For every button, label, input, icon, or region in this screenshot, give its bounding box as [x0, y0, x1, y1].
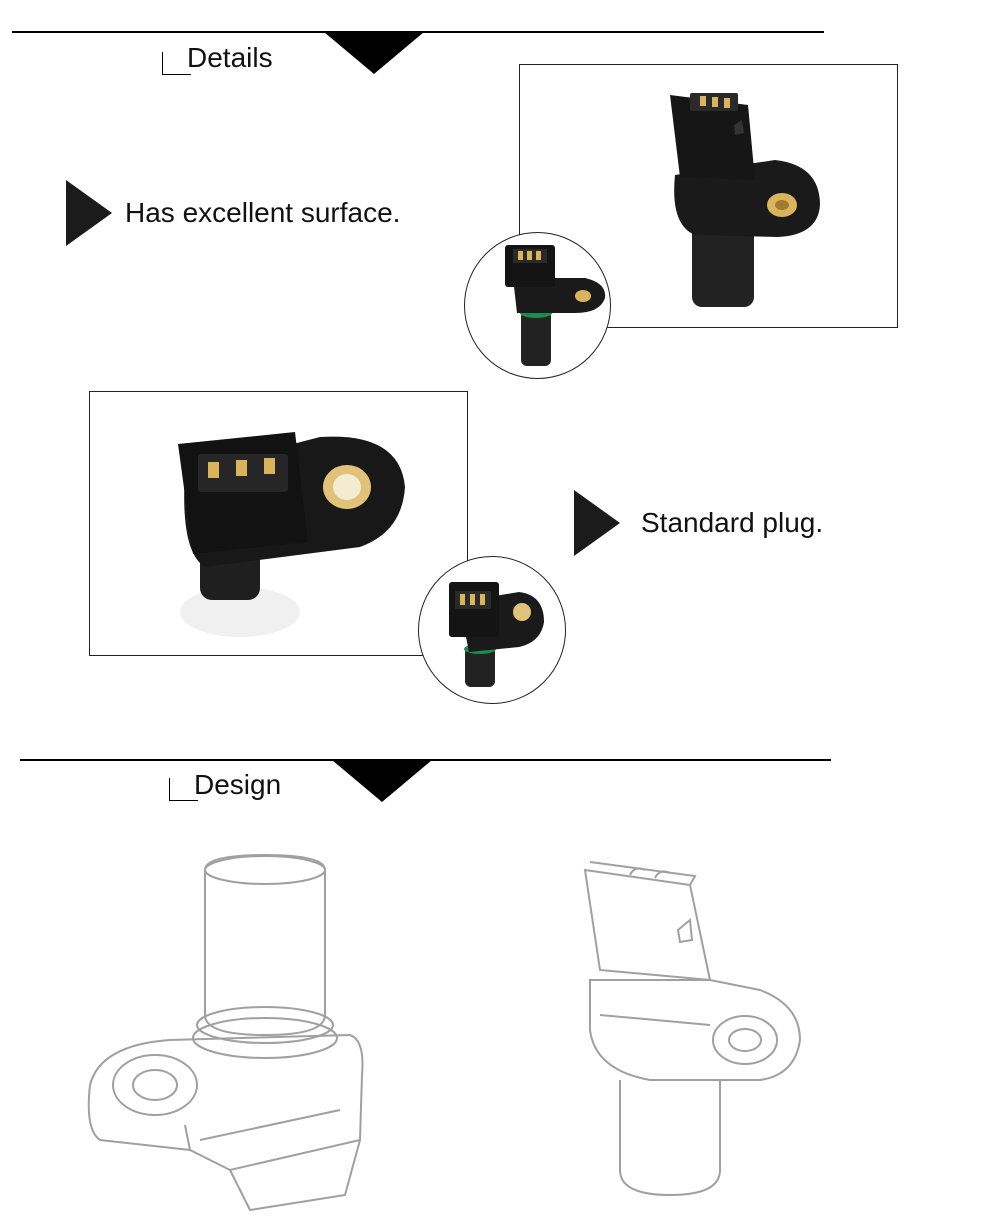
design-sketch-left [80, 840, 410, 1220]
details-title: Details [187, 42, 273, 73]
product-photo-plug-inset [418, 556, 566, 704]
sensor-plug-view-image [178, 432, 405, 637]
design-title: Design [194, 769, 282, 800]
sensor-sketch-left-image [87, 853, 364, 1212]
sensor-sketch-right-image [583, 861, 802, 1197]
sensor-inset-image [505, 245, 606, 366]
product-photo-plug [89, 391, 468, 656]
product-photo-surface-inset [464, 232, 611, 379]
sensor-side-view-image [670, 93, 820, 307]
design-title-bracket [169, 778, 198, 801]
sensor-plug-inset-image [449, 582, 544, 687]
details-title-bracket [162, 52, 191, 75]
details-notch-triangle-icon [324, 32, 424, 74]
feature-1-pointer-triangle-icon [66, 180, 112, 246]
design-sketch-right [560, 840, 820, 1220]
feature-2-pointer-triangle-icon [574, 490, 620, 556]
feature-1-text: Has excellent surface. [125, 197, 401, 228]
feature-2-text: Standard plug. [641, 507, 824, 538]
design-notch-triangle-icon [332, 760, 432, 802]
